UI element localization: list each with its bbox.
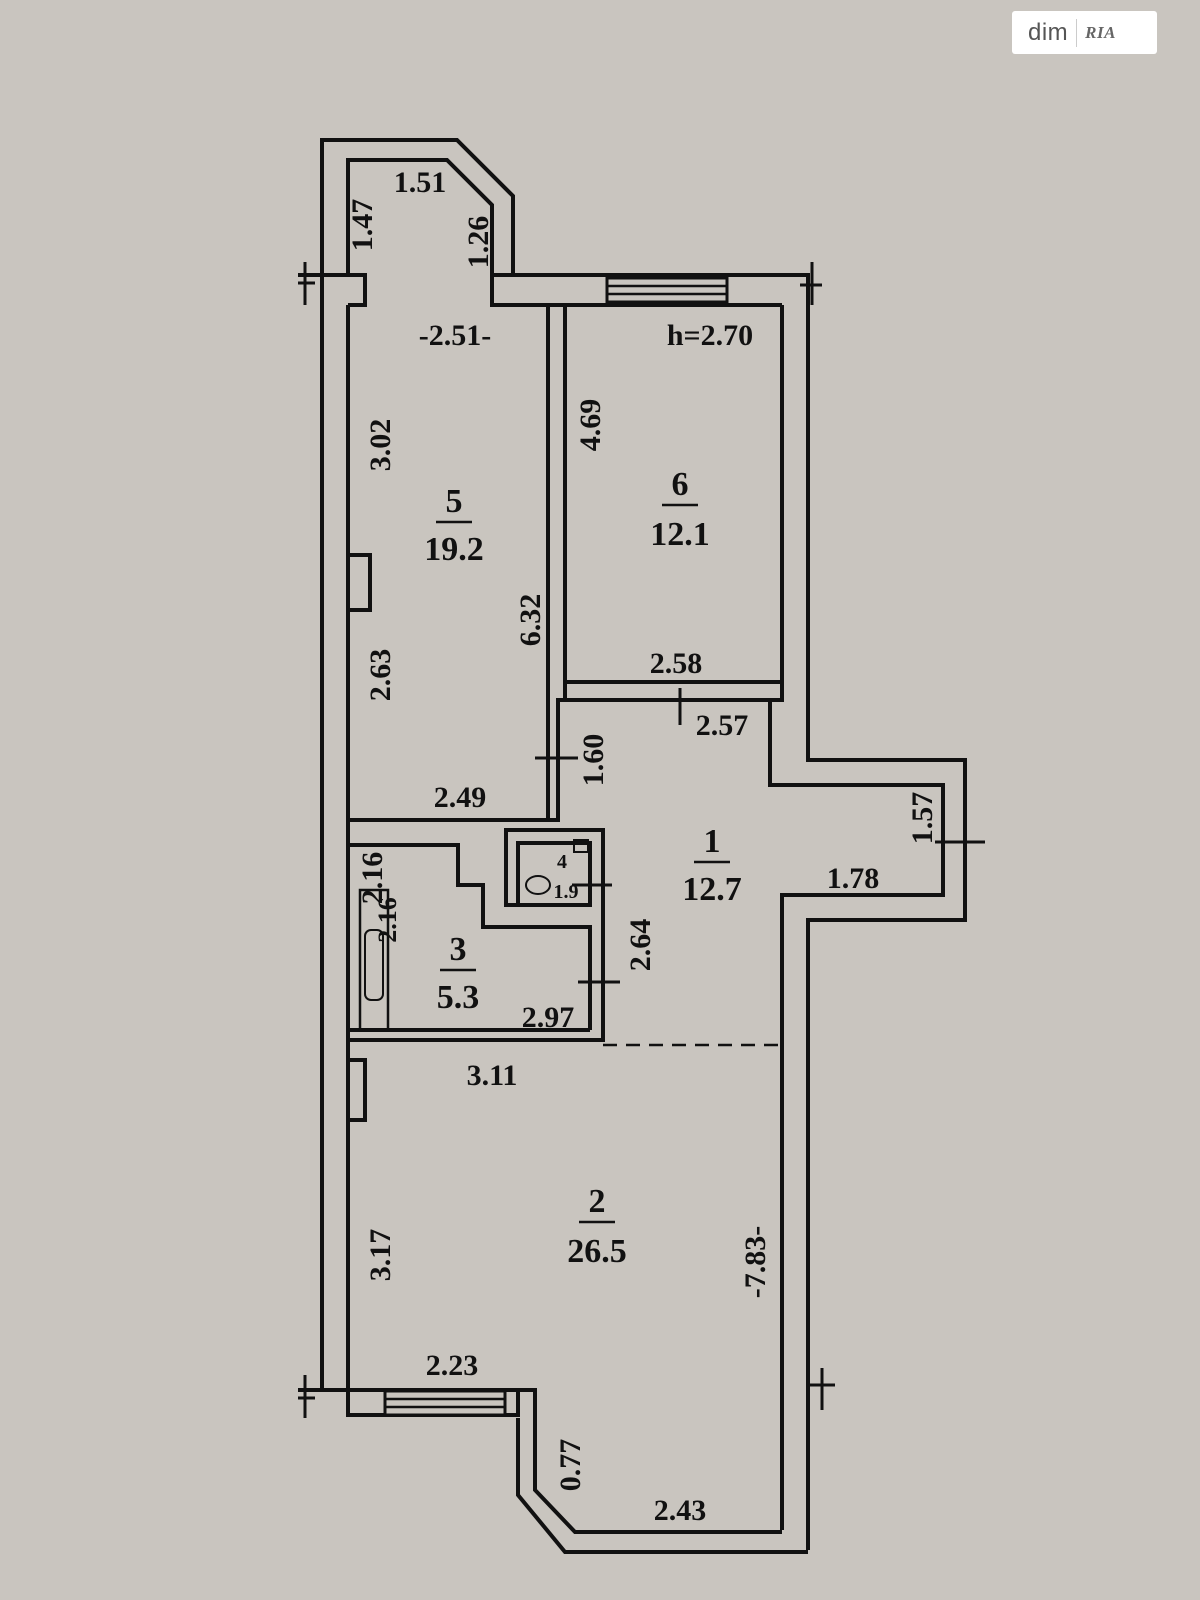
dim-bath-left-inner: 2.16 — [373, 897, 402, 943]
dim-room5-top: -2.51- — [419, 319, 491, 352]
dim-balcony-width: 1.51 — [394, 166, 447, 199]
watermark-ria-logo: RIA — [1085, 22, 1116, 42]
bath-inner-walls — [348, 843, 592, 1030]
window-living — [383, 1389, 507, 1417]
ceiling-height-label: h=2.70 — [667, 319, 753, 352]
room-2-number: 2 — [589, 1183, 606, 1220]
dim-balcony-left: 1.47 — [346, 199, 379, 252]
left-exterior-wall — [298, 273, 324, 1392]
tick-bottom-left — [298, 1375, 315, 1418]
dim-ria-watermark: dim RIA — [1012, 11, 1157, 54]
room-4-area: 1.9 — [554, 881, 579, 903]
balcony-outer — [320, 138, 515, 275]
window-room-6 — [605, 276, 729, 304]
watermark-divider — [1076, 18, 1078, 47]
sink-icon — [573, 839, 589, 853]
room5-pier — [348, 553, 372, 612]
bay-outer — [516, 1418, 808, 1554]
dim-living-right: -7.83- — [739, 1226, 772, 1298]
toilet-icon — [525, 875, 551, 895]
dim-room5-left-lower: 2.63 — [364, 649, 397, 702]
bathtub-basin — [364, 929, 384, 1001]
toilet-room-walls — [516, 841, 592, 907]
partitions — [348, 305, 985, 1122]
dim-hall-right-end: 1.57 — [906, 792, 939, 845]
dim-bay-side: 0.77 — [554, 1439, 587, 1492]
dim-room5-left-upper: 3.02 — [364, 419, 397, 472]
balcony-inner — [346, 158, 494, 275]
room-5-area: 19.2 — [424, 531, 484, 568]
top-wall-left-cap — [490, 275, 513, 307]
dim-room6-bottom: 2.58 — [650, 647, 703, 680]
living-pier — [348, 1058, 367, 1122]
niche-inner — [800, 783, 945, 897]
right-inner-wall-upper — [768, 305, 808, 787]
room-5-number: 5 — [446, 483, 463, 520]
room-1-area: 12.7 — [682, 871, 742, 908]
dim-living-top: 3.11 — [467, 1059, 518, 1092]
outer-walls — [298, 138, 967, 1554]
room-3-area: 5.3 — [437, 979, 480, 1016]
right-inner-wall-lower — [780, 893, 800, 1530]
room-2-area: 26.5 — [567, 1233, 627, 1270]
dim-bath-bottom: 2.97 — [522, 1001, 575, 1034]
dim-room5-bottom: 2.49 — [434, 781, 487, 814]
dim-hall-top: 2.57 — [696, 709, 749, 742]
room-6-number: 6 — [672, 466, 689, 503]
right-exterior-wall — [806, 295, 967, 1550]
dimension-labels: 1.51 1.47 1.26 -2.51- 3.02 2.63 6.32 2.4… — [346, 166, 939, 1527]
dim-room6-left: 4.69 — [574, 399, 607, 452]
tick-top-left — [298, 262, 315, 305]
balcony-pier — [348, 273, 367, 307]
dim-hall-left: 1.60 — [577, 734, 610, 787]
room-6-area: 12.1 — [650, 516, 710, 553]
room-3-number: 3 — [450, 931, 467, 968]
dim-hall-niche: 1.78 — [827, 862, 880, 895]
room-1-number: 1 — [704, 823, 721, 860]
bathtub — [358, 888, 390, 1032]
room-4-number: 4 — [557, 851, 567, 873]
bottom-left-wall — [298, 1388, 520, 1417]
dim-room5-right: 6.32 — [514, 594, 547, 647]
bay-inner — [533, 1418, 782, 1534]
dim-bath-left: 2.16 — [356, 852, 389, 905]
top-wall-outer — [492, 273, 810, 295]
dim-living-window: 2.23 — [426, 1349, 479, 1382]
watermark-dim-text: dim — [1028, 18, 1069, 46]
tick-bottom-right — [810, 1368, 835, 1410]
dim-balcony-right: 1.26 — [462, 216, 495, 269]
tick-top-right — [800, 262, 822, 305]
dim-living-left: 3.17 — [364, 1229, 397, 1282]
dim-bath-right: 2.64 — [624, 919, 657, 972]
room5-bottom-wall — [348, 698, 565, 822]
dim-bay-bottom: 2.43 — [654, 1494, 707, 1527]
room-labels: 5 19.2 6 12.1 1 12.7 3 5.3 4 1.9 2 26.5 — [424, 466, 742, 1270]
